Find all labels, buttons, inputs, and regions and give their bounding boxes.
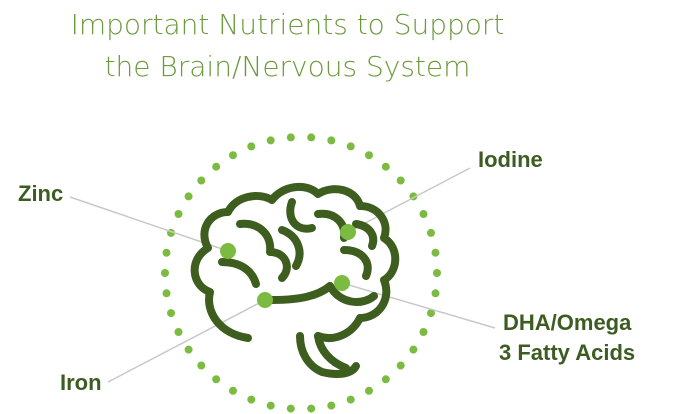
label-iodine: Iodine: [478, 147, 543, 172]
ring-dot: [307, 404, 316, 413]
ring-dot: [212, 375, 221, 384]
iron-marker: [257, 292, 273, 308]
label-iron: Iron: [60, 370, 102, 395]
ring-dot: [161, 269, 169, 277]
label-dha-line-2: 3 Fatty Acids: [499, 340, 636, 365]
ring-dot: [174, 328, 183, 336]
ring-dot: [266, 401, 275, 410]
ring-dot: [266, 136, 275, 145]
ring-dot: [431, 248, 440, 257]
ring-dot: [409, 345, 418, 354]
ring-dot: [365, 386, 373, 395]
dotted-circle: [161, 133, 441, 413]
ring-dot: [286, 404, 295, 413]
ring-dot: [167, 309, 175, 318]
nutrient-markers: [220, 224, 356, 308]
ring-dot: [197, 176, 206, 185]
leader-line-iodine: [347, 167, 471, 233]
ring-dot: [162, 248, 171, 257]
label-zinc: Zinc: [18, 181, 64, 206]
brain-icon: [190, 182, 400, 378]
ring-dot: [162, 289, 171, 298]
title-line-2: the Brain/Nervous System: [104, 50, 471, 83]
ring-dot: [365, 151, 373, 160]
ring-dot: [396, 361, 405, 370]
ring-dot: [396, 176, 405, 185]
ring-dot: [431, 289, 440, 298]
leader-line-iron: [107, 299, 266, 383]
ring-dot: [419, 210, 428, 218]
ring-dot: [184, 192, 193, 201]
ring-dot: [346, 395, 355, 404]
ring-dot: [229, 151, 237, 160]
ring-dot: [327, 136, 336, 145]
ring-dot: [327, 401, 336, 410]
ring-dot: [229, 386, 237, 395]
label-dha-line-1: DHA/Omega: [503, 310, 632, 335]
ring-dot: [427, 228, 435, 237]
ring-dot: [433, 269, 441, 277]
ring-dot: [212, 162, 221, 171]
ring-dot: [427, 309, 435, 318]
ring-dot: [381, 375, 390, 384]
title-line-1: Important Nutrients to Support: [70, 8, 505, 41]
dha-marker: [334, 275, 350, 291]
leader-line-dha: [341, 282, 496, 329]
ring-dot: [184, 345, 193, 354]
ring-dot: [247, 142, 256, 151]
iodine-marker: [340, 224, 356, 240]
ring-dot: [381, 162, 390, 171]
ring-dot: [419, 328, 428, 336]
ring-dot: [286, 133, 295, 142]
ring-dot: [346, 142, 355, 151]
ring-dot: [174, 210, 183, 218]
zinc-marker: [220, 243, 236, 259]
ring-dot: [197, 361, 206, 370]
ring-dot: [307, 133, 316, 142]
ring-dot: [247, 395, 256, 404]
